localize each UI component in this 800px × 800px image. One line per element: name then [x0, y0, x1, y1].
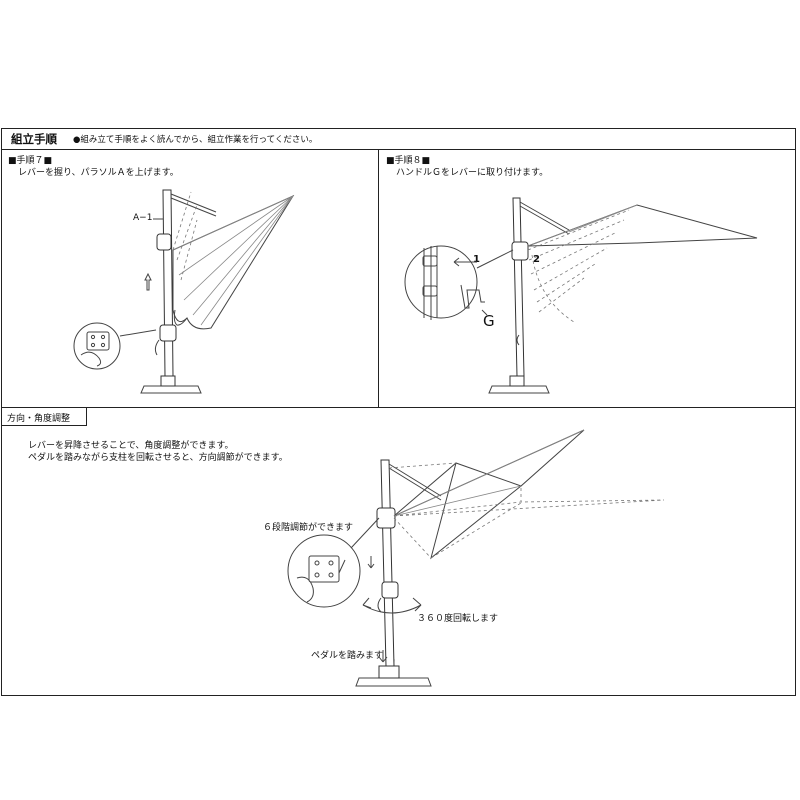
step8-illustration — [404, 197, 758, 394]
step8-title: ■手順８■ — [386, 156, 431, 166]
label-rotate: ３６０度回転します — [417, 614, 499, 624]
page-title: 組立手順 — [11, 132, 57, 146]
adjust-description-2: ペダルを踏みながら支柱を回転させると、方向調節ができます。 — [28, 453, 288, 463]
step7-description: レバーを握り、パラソルＡを上げます。 — [18, 168, 179, 178]
step8-label-1: 1 — [473, 254, 480, 265]
step7-title: ■手順７■ — [8, 156, 53, 166]
adjust-section-tab: 方向・角度調整 — [1, 408, 87, 426]
vertical-divider — [378, 150, 379, 408]
adjust-illustration — [287, 429, 665, 687]
adjust-section-title: 方向・角度調整 — [7, 414, 71, 424]
adjust-description-1: レバーを昇降させることで、角度調整ができます。 — [28, 441, 234, 451]
step8-label-g: G — [483, 312, 495, 330]
label-pedal: ペダルを踏みます — [311, 651, 384, 661]
label-six-steps: ６段階調節ができます — [263, 523, 354, 533]
step8-label-2: 2 — [533, 254, 540, 265]
header-bar: 組立手順 ●組み立て手順をよく読んでから、組立作業を行ってください。 — [1, 128, 796, 150]
instruction-frame — [1, 128, 796, 696]
step7-part-label: A−1 — [133, 213, 153, 223]
step7-illustration — [73, 189, 295, 394]
header-note: ●組み立て手順をよく読んでから、組立作業を行ってください。 — [73, 135, 318, 145]
step8-description: ハンドルＧをレバーに取り付けます。 — [396, 168, 549, 178]
horizontal-divider — [1, 407, 796, 408]
